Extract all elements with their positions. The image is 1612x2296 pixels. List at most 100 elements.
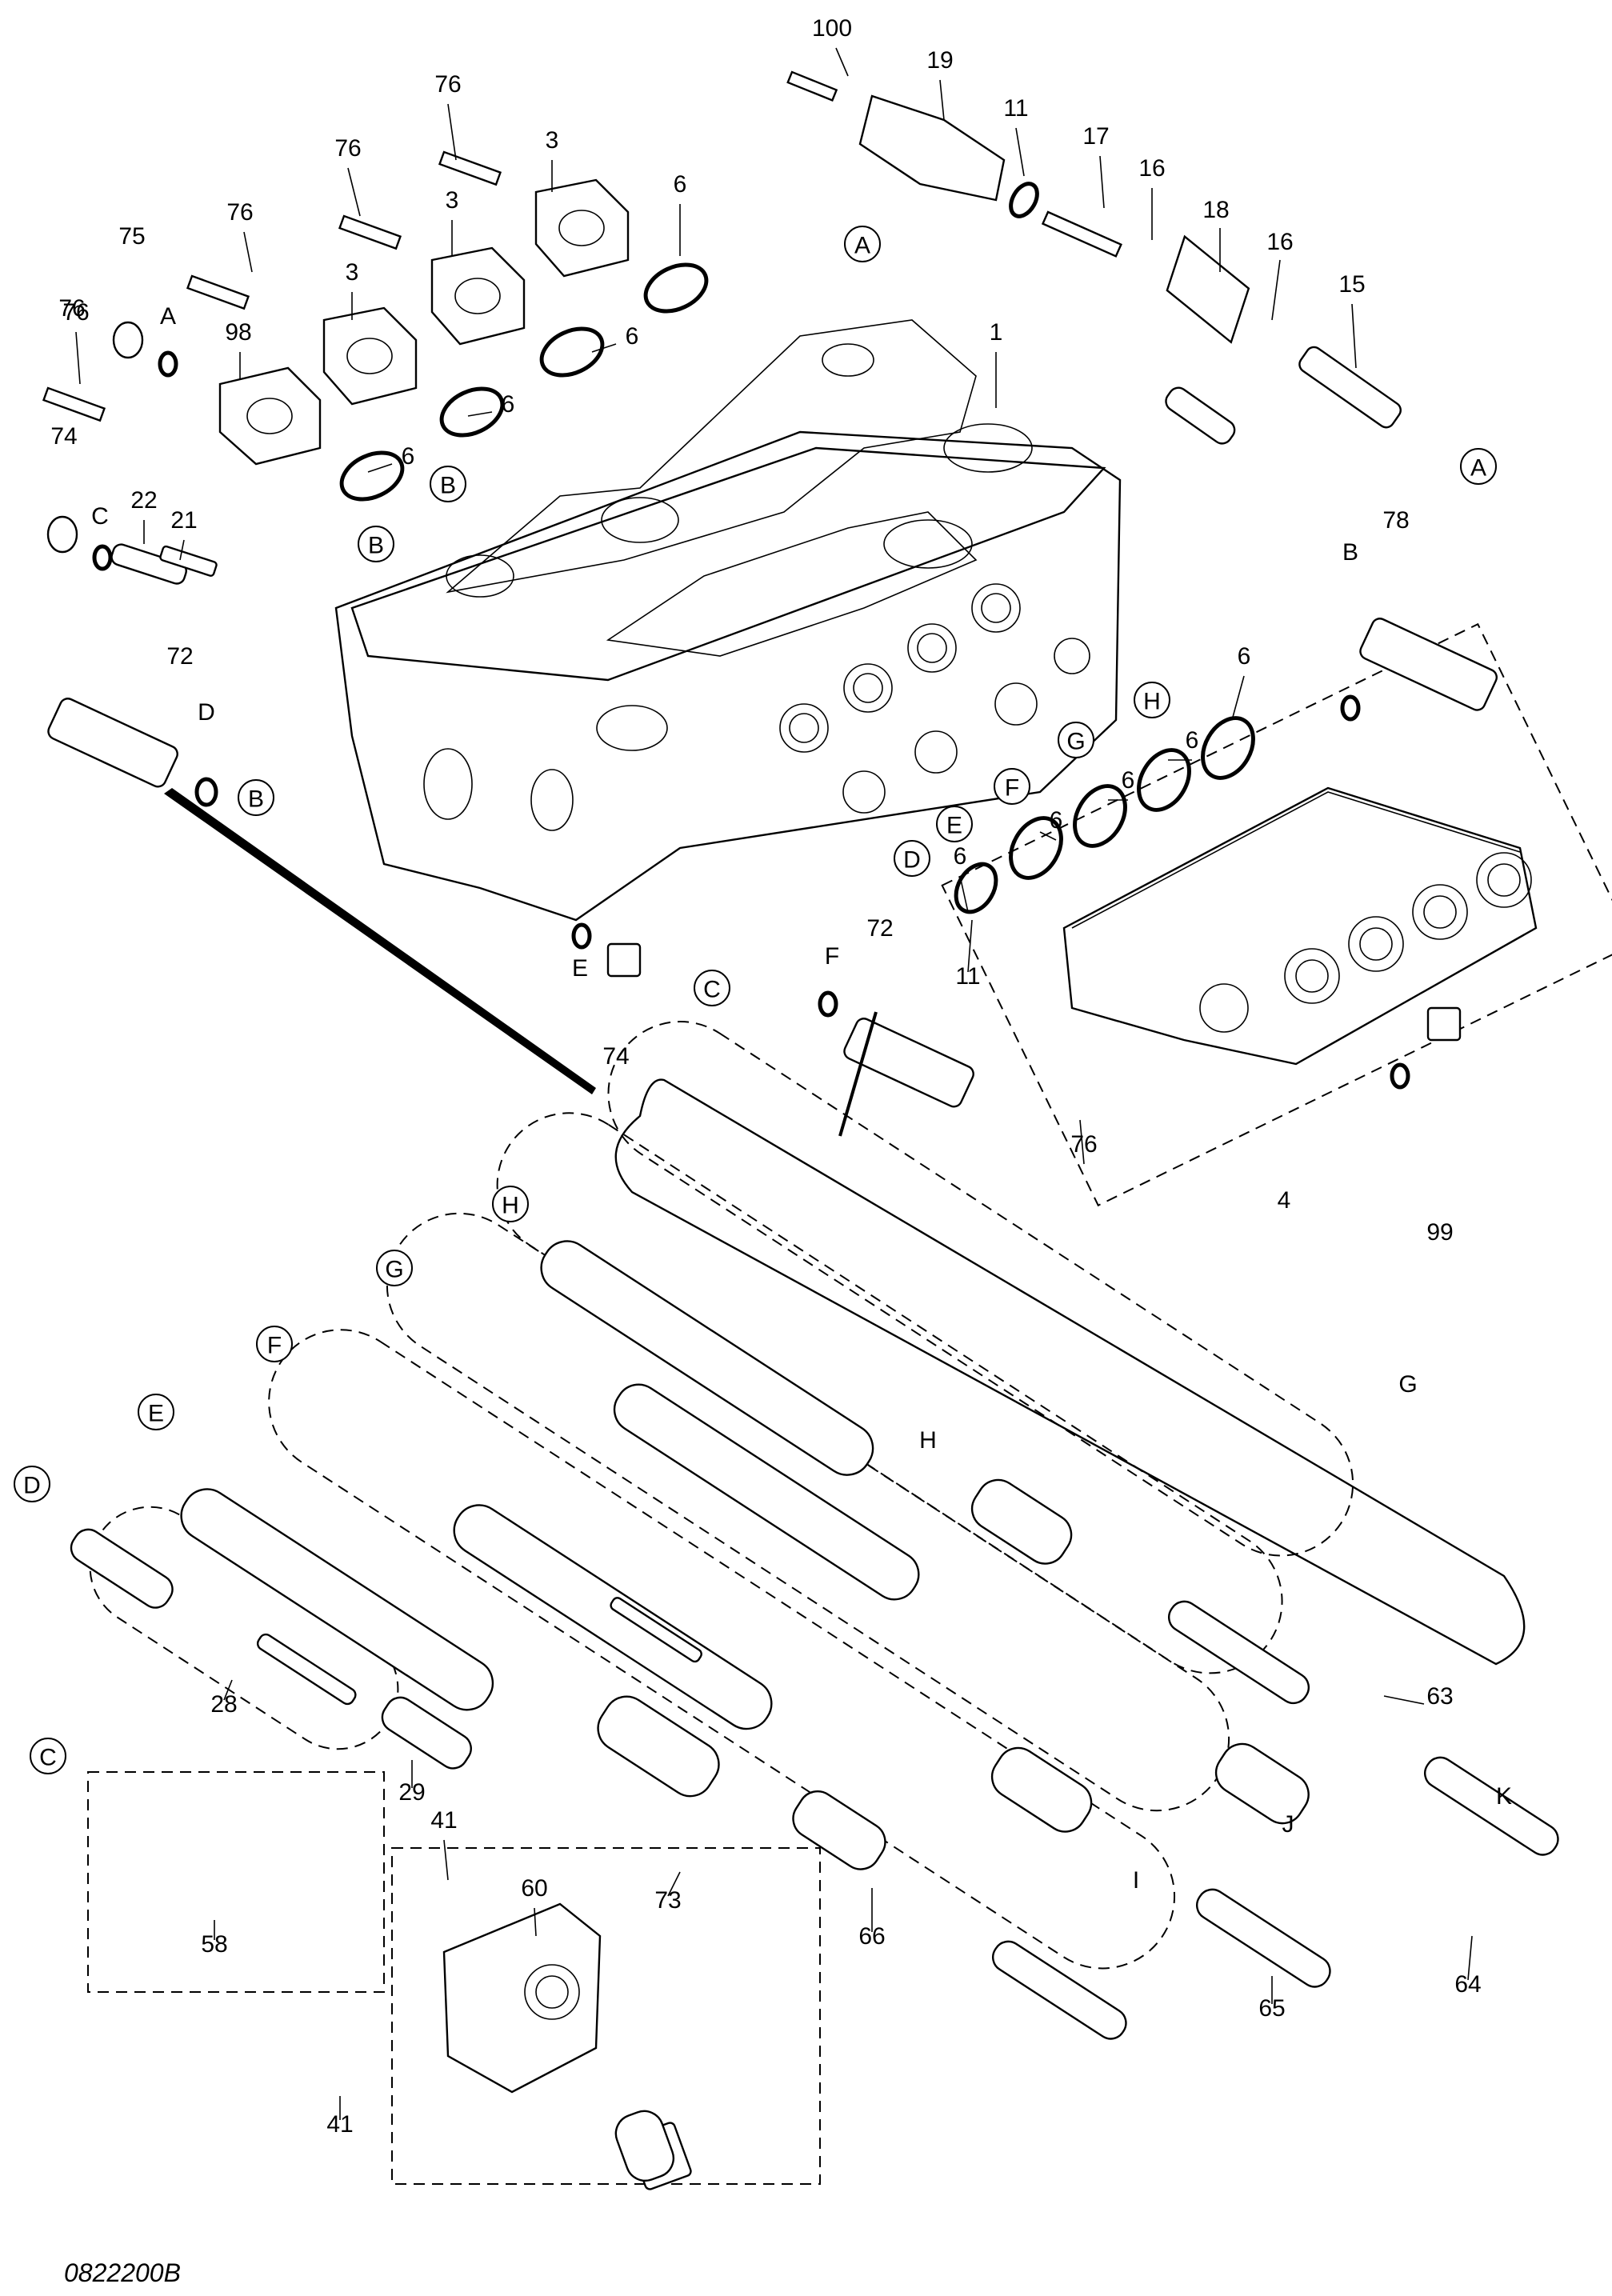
part-number-label: 6 [402,443,415,470]
leader-line [534,1907,537,1937]
sub-letter-label: C [91,503,109,530]
part-number-label: 6 [1122,767,1135,794]
valve-body-1 [334,319,1122,922]
sub-letter-label: G [1398,1371,1417,1398]
part-number-label: 3 [346,259,359,286]
callout-letter: B [248,786,264,813]
leader-line [1383,1695,1425,1705]
part-number-label: 63 [1426,1683,1453,1710]
callout-letter: E [946,813,962,839]
callout-letter: G [1066,729,1085,755]
leader-line [243,231,253,273]
spool-groups [87,1021,1354,2185]
leader-line [959,875,969,913]
leader-line [223,1679,233,1701]
part-number-label: 6 [502,391,515,418]
leader-line [1271,259,1281,321]
leader-line [75,331,81,385]
callout-circle: E [138,1394,174,1430]
leader-line [347,167,361,217]
callout-letter: A [1470,455,1486,482]
part-number-label: 76 [1070,1131,1097,1158]
part-number-label: 19 [926,47,953,74]
part-number-label: 6 [674,171,687,198]
callout-circle: H [492,1186,529,1222]
callout-circle: B [430,466,466,502]
figure-code: 0822200B [64,2258,181,2287]
leader-line [1231,675,1245,721]
callout-circle: F [994,768,1030,805]
callout-circle: B [358,526,394,562]
part-number-label: 4 [1278,1187,1291,1214]
leader-line [467,411,493,417]
callout-circle: G [376,1250,413,1286]
callout-letter: G [385,1257,403,1283]
part-number-label: 29 [398,1779,425,1806]
part-number-label: 22 [130,487,157,514]
spools [70,1240,1559,2040]
o-rings [92,182,1410,1090]
part-number-label: 76 [62,299,89,326]
part-number-label: 98 [225,319,251,346]
part-number-label: 72 [866,915,893,942]
sub-letter-label: K [1496,1783,1512,1810]
callout-letter: E [148,1401,164,1427]
part-number-label: 6 [1050,807,1063,834]
part-number-label: 75 [118,223,145,250]
part-number-label: 66 [858,1923,885,1950]
part-number-label: 16 [1266,229,1293,255]
part-number-label: 72 [166,643,193,670]
leader-line [939,79,945,121]
part-number-label: 6 [1238,643,1251,670]
part-number-label: 41 [430,1807,457,1834]
leader-line [1467,1935,1473,1981]
part-number-label: 73 [654,1887,681,1914]
callout-circle: B [238,779,274,816]
leader-line [447,103,457,161]
part-number-label: 76 [434,71,461,98]
leader-line [367,463,393,473]
callout-letter: D [903,847,921,874]
callout-letter: C [703,977,721,1003]
callout-circle: A [844,226,881,262]
part-number-label: 28 [210,1691,237,1718]
part-number-label: 6 [1186,727,1199,754]
sub-letter-label: F [825,943,839,970]
callout-letter: B [440,473,456,499]
leader-line [443,1839,449,1881]
part-number-label: 74 [602,1043,629,1070]
callout-letter: F [267,1333,282,1359]
callout-circle: G [1058,722,1094,758]
sub-letter-label: D [198,699,215,726]
callout-circle: H [1134,682,1170,718]
part-number-label: 11 [955,963,980,990]
leader-line [1039,831,1057,841]
part-number-label: 76 [58,295,85,322]
part-number-label: 74 [50,423,77,450]
callout-letter: A [854,233,870,259]
part-number-label: 21 [170,507,197,534]
leader-line [1079,1119,1085,1165]
flanges-and-bolts [42,150,630,585]
springs [381,386,1310,1870]
part-number-label: 41 [326,2111,353,2138]
part-number-label: 60 [521,1875,547,1902]
relief-valves [47,618,1498,1108]
part-number-label: 99 [1426,1219,1453,1246]
leader-line [1015,127,1025,177]
part-number-label: 6 [626,323,639,350]
callout-circle: C [30,1738,66,1774]
callout-circle: D [14,1466,50,1502]
relief-valve-top-assembly [786,70,1402,429]
sub-letter-label: B [1342,539,1358,566]
sub-letter-label: H [919,1427,937,1454]
part-number-label: 15 [1338,271,1365,298]
small-body-60 [442,1597,702,2190]
callout-letter: H [1143,689,1161,715]
leader-line [835,47,849,77]
part-number-label: 78 [1382,507,1409,534]
callout-letter: F [1005,775,1019,802]
callout-circle: E [936,806,973,842]
